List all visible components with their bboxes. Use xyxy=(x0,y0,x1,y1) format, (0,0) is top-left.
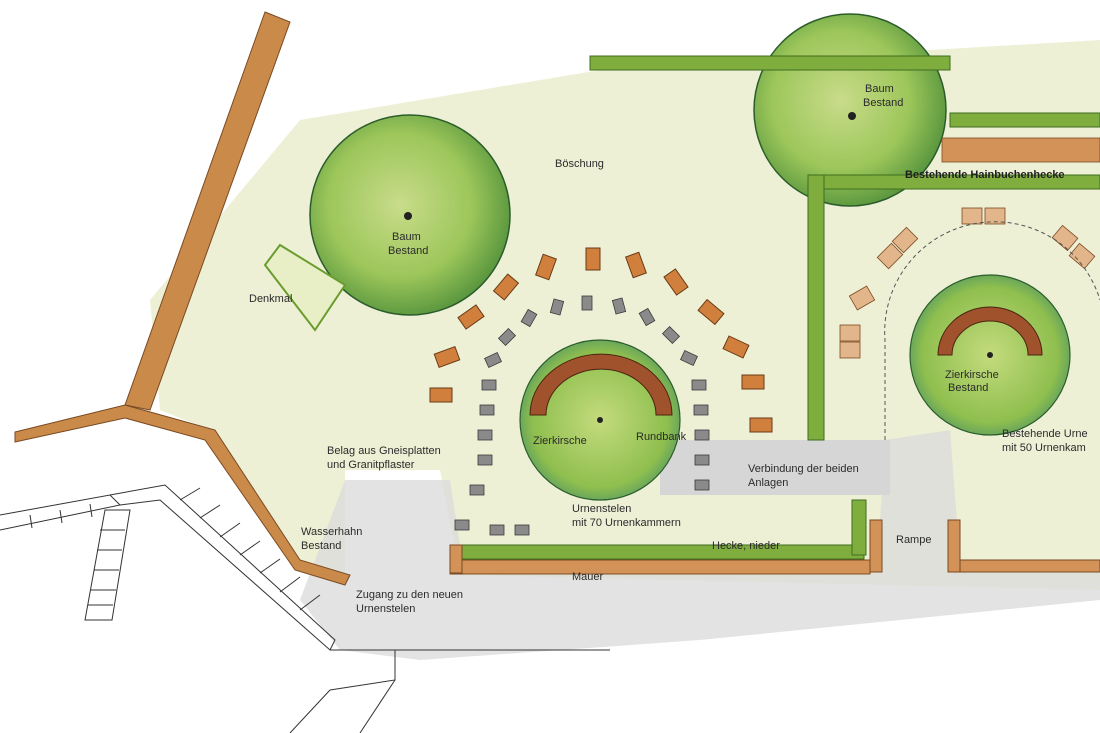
label-boeschung: Böschung xyxy=(555,158,604,170)
brick-wall-border xyxy=(14,404,351,586)
label-zierkirsche: Zierkirsche xyxy=(533,435,587,447)
label-belag-1: Belag aus Gneisplatten xyxy=(327,445,441,457)
label-verbindung-1: Verbindung der beiden xyxy=(748,463,859,475)
tree-trunk-right-cherry xyxy=(987,352,993,358)
label-bestehende-urnen-1: Bestehende Urne xyxy=(1002,428,1088,440)
label-baum-right-1: Baum xyxy=(865,83,894,95)
label-wasserhahn-2: Bestand xyxy=(301,540,341,552)
hornbeam-hedge xyxy=(589,55,1100,441)
denkmal-monument xyxy=(263,243,347,332)
mauer-wall-left-post xyxy=(449,544,463,574)
label-urnenstelen-1: Urnenstelen xyxy=(572,503,631,515)
label-zugang-2: Urnenstelen xyxy=(356,603,415,615)
label-bestehende-urnen-2: mit 50 Urnenkam xyxy=(1002,442,1086,454)
brick-arc-right xyxy=(839,207,1096,359)
brick-arc-outer xyxy=(429,247,773,433)
label-wasserhahn-1: Wasserhahn xyxy=(301,526,362,538)
label-baum-right-2: Bestand xyxy=(863,97,903,109)
label-zugang-1: Zugang zu den neuen xyxy=(356,589,463,601)
label-rundbank: Rundbank xyxy=(636,431,687,443)
hedge-low xyxy=(461,544,865,560)
label-rampe: Rampe xyxy=(896,534,931,546)
stele-arc-grey xyxy=(454,295,710,536)
brick-row-top-right xyxy=(941,137,1100,163)
label-baum-left-1: Baum xyxy=(392,231,421,243)
stairs-left xyxy=(0,484,610,733)
rundbank-right xyxy=(937,306,1043,356)
label-zierkirsche-right-2: Bestand xyxy=(948,382,988,394)
label-mauer: Mauer xyxy=(572,571,604,583)
rundbank-bench xyxy=(529,353,673,416)
paving-area xyxy=(300,430,1100,660)
hedge-low-right xyxy=(851,499,867,556)
label-hainbuchenhecke: Bestehende Hainbuchenhecke xyxy=(905,169,1065,181)
label-denkmal: Denkmal xyxy=(249,293,292,305)
tree-trunk-center xyxy=(597,417,603,423)
label-belag-2: und Granitpflaster xyxy=(327,459,415,471)
ramp-post-left xyxy=(869,519,883,573)
brick-wall-diagonal xyxy=(124,11,291,411)
tree-trunk-left xyxy=(404,212,412,220)
label-hecke: Hecke, nieder xyxy=(712,540,780,552)
stele-arc-right-outline xyxy=(884,221,1100,440)
label-zierkirsche-right-1: Zierkirsche xyxy=(945,369,999,381)
ramp-post-right xyxy=(947,519,961,573)
label-baum-left-2: Bestand xyxy=(388,245,428,257)
label-verbindung-2: Anlagen xyxy=(748,477,788,489)
tree-trunk-right xyxy=(848,112,856,120)
mauer-wall xyxy=(449,559,871,575)
mauer-wall-right xyxy=(959,559,1100,573)
label-urnenstelen-2: mit 70 Urnenkammern xyxy=(572,517,681,529)
